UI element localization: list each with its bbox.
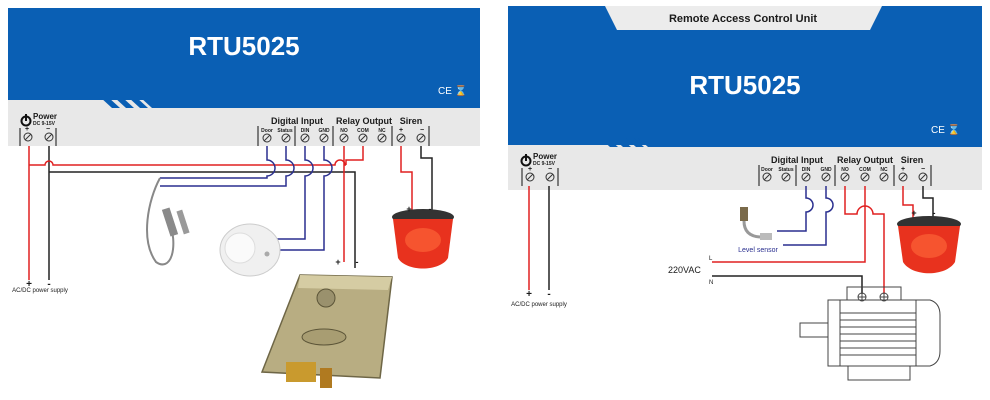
right-supply-label: AC/DC power supply (511, 302, 567, 308)
left-screw-terminals (262, 133, 426, 143)
right-siren-plus: + (911, 208, 916, 218)
svg-text:COM: COM (859, 167, 871, 173)
right-relay-output-label: Relay Output (837, 155, 893, 165)
right-terminal-strip (508, 145, 982, 190)
right-wires (528, 186, 934, 294)
left-wires (28, 146, 433, 280)
left-power-icon (20, 114, 32, 127)
svg-text:Status: Status (778, 167, 794, 173)
left-siren-label: Siren (400, 116, 423, 126)
left-terminal-labels: Door Status DIN GND NO COM NC + − (261, 127, 424, 134)
left-digital-input-label: Digital Input (271, 116, 323, 126)
right-power-plus: + (528, 166, 532, 173)
right-stripes-decoration (600, 138, 982, 147)
right-diagram: Remote Access Control Unit RTU5025 CE ⌛ … (508, 6, 982, 381)
svg-text:DIN: DIN (301, 128, 310, 134)
electric-lock-icon (260, 274, 393, 388)
right-power-icon (520, 154, 532, 167)
left-siren-minus: - (429, 204, 432, 214)
right-subtitle-plate (605, 6, 882, 30)
right-ce-mark: CE ⌛ (931, 123, 960, 136)
left-siren-icon (392, 209, 454, 269)
door-contact-sensor-icon (146, 177, 190, 266)
left-power-minus: − (46, 126, 50, 133)
right-terminal-labels: Door Status DIN GND NO COM NC + − (761, 166, 925, 173)
svg-text:DIN: DIN (802, 167, 811, 173)
lock-minus: - (356, 257, 359, 267)
svg-text:+: + (901, 166, 905, 173)
motor-icon (799, 286, 941, 381)
right-supply-plus: + (526, 289, 532, 300)
left-relay-output-label: Relay Output (336, 116, 392, 126)
right-power-spec: DC 9-15V (533, 161, 556, 167)
left-header-band (8, 8, 480, 100)
svg-text:−: − (921, 166, 925, 173)
right-power-minus: − (548, 166, 552, 173)
right-supply-minus: - (547, 289, 550, 300)
right-siren-minus: - (933, 208, 936, 218)
svg-text:Door: Door (261, 128, 273, 134)
left-screw-terminal (23, 132, 54, 142)
svg-text:GND: GND (318, 128, 330, 134)
right-screw-terminal (525, 172, 555, 182)
right-subtitle: Remote Access Control Unit (669, 13, 817, 25)
left-stripes-decoration (100, 97, 480, 108)
svg-text:NO: NO (340, 128, 348, 134)
svg-text:GND: GND (820, 167, 832, 173)
left-diagram: RTU5025 CE ⌛ Power DC 9-15V + − Digital … (8, 8, 480, 388)
left-supply-plus: + (26, 279, 32, 290)
right-digital-input-label: Digital Input (771, 155, 823, 165)
right-siren-icon (897, 216, 961, 274)
svg-text:COM: COM (357, 128, 369, 134)
line-N-label: N (709, 280, 713, 286)
level-sensor-label: Level sensor (738, 247, 778, 254)
svg-text:−: − (420, 127, 424, 134)
right-power-label: Power (533, 152, 557, 161)
right-screw-terminals (762, 172, 928, 182)
svg-text:Door: Door (761, 167, 773, 173)
left-model-title: RTU5025 (188, 31, 299, 61)
lock-plus: + (335, 257, 340, 267)
left-supply-label: AC/DC power supply (12, 288, 68, 294)
svg-text:NO: NO (841, 167, 849, 173)
right-siren-label: Siren (901, 155, 924, 165)
left-ce-mark: CE ⌛ (438, 84, 467, 97)
ac-voltage-label: 220VAC (668, 265, 701, 275)
level-sensor-icon (740, 207, 772, 240)
smoke-detector-icon (219, 223, 281, 277)
svg-text:Status: Status (277, 128, 293, 134)
left-siren-plus: + (406, 204, 411, 214)
line-L-label: L (709, 256, 713, 262)
right-model-title: RTU5025 (689, 70, 800, 100)
left-power-spec: DC 9-15V (33, 121, 56, 127)
svg-text:+: + (399, 127, 403, 134)
left-supply-minus: - (47, 279, 50, 290)
svg-text:NC: NC (378, 128, 386, 134)
left-power-label: Power (33, 112, 57, 121)
left-power-plus: + (25, 126, 29, 133)
svg-text:NC: NC (880, 167, 888, 173)
